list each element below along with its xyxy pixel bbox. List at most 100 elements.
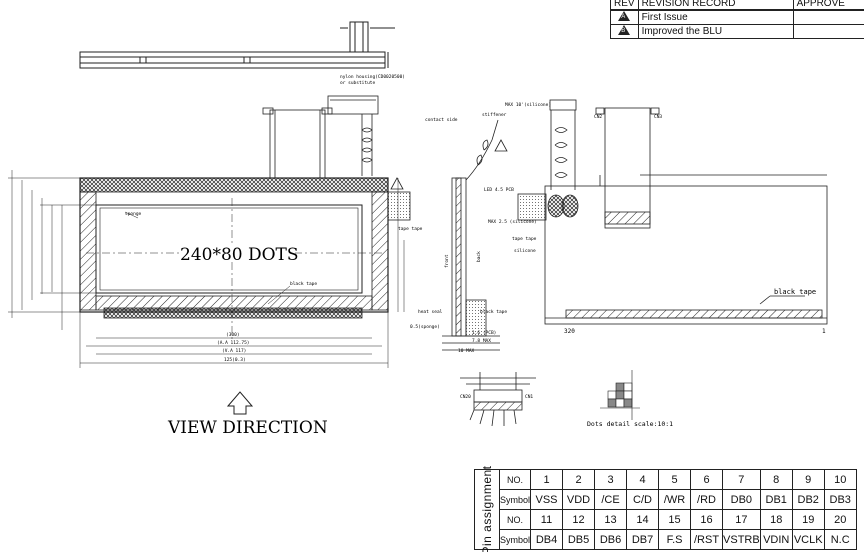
- revision-b-marker: B: [618, 25, 631, 35]
- led-label: LED 4.5 PCB: [484, 187, 514, 193]
- revision-record-header: REVISION RECORD: [637, 0, 794, 11]
- pin-no: 6: [690, 469, 724, 490]
- rev-col-header: REV: [610, 0, 639, 11]
- pin-320-label: 320: [564, 328, 575, 335]
- pin-symbol: VDD: [562, 489, 596, 510]
- sponge-note: sponge: [125, 212, 142, 217]
- nylon-housing-note: nylon housing(CD0020500): [340, 74, 405, 80]
- pin-symbol: DB0: [722, 489, 761, 510]
- revision-row: B Improved the BLU: [610, 24, 864, 39]
- silicone-max-label: MAX 10'(silicone): [505, 102, 551, 108]
- front-view: 240*80 DOTS sponge black tape tape tape …: [8, 74, 423, 438]
- front-label: front: [444, 254, 450, 268]
- rear-cn2-label: CN2: [594, 114, 602, 120]
- rear-silicone-label: silicone: [514, 248, 536, 254]
- rear-black-tape-label: black tape: [774, 288, 816, 296]
- top-edge-view: [79, 21, 395, 69]
- pin-row-no-2: NO. 11 12 13 14 15 16 17 18 19 20: [475, 509, 857, 530]
- pin-no: 15: [658, 509, 692, 530]
- dim-active-area: (A.A 112.75): [217, 340, 250, 346]
- pin-no: 16: [690, 509, 724, 530]
- revision-b-text: Improved the BLU: [637, 24, 794, 39]
- sponge-label: 0.5(sponge): [410, 324, 440, 330]
- no-header-2: NO.: [498, 509, 532, 530]
- contact-side-label: contact side: [425, 117, 458, 123]
- symbol-header-2: Symbol: [498, 529, 532, 550]
- side-section-view: [442, 119, 508, 351]
- pin-no: 2: [562, 469, 596, 490]
- pin-no: 11: [530, 509, 564, 530]
- rear-tape-label: tape tape: [512, 236, 537, 242]
- pin-symbol: DB5: [562, 529, 596, 550]
- heat-seal-label: heat seal: [418, 309, 443, 315]
- pin-symbol: N.C: [823, 529, 857, 550]
- rear-cn3-label: CN3: [654, 114, 662, 120]
- pin-symbol: /CE: [594, 489, 628, 510]
- nylon-substitute-note: or substitute: [340, 80, 376, 86]
- pin-row-symbol-1: Symbol VSS VDD /CE C/D /WR /RD DB0 DB1 D…: [475, 489, 857, 510]
- pin-symbol: VSS: [530, 489, 564, 510]
- no-header-1: NO.: [498, 469, 532, 490]
- pin-no: 19: [791, 509, 825, 530]
- dots-detail-caption: Dots detail scale:10:1: [587, 420, 673, 428]
- pin-no: 13: [594, 509, 628, 530]
- pin-symbol: DB6: [594, 529, 628, 550]
- pin-no: 18: [759, 509, 793, 530]
- pcb-label: 1.6 (PCB): [472, 330, 496, 336]
- pin-row-no-1: Pin assignment NO. 1 2 3 4 5 6 7 8 9 10: [474, 465, 857, 552]
- thickness-label: 7.8 MAX: [472, 338, 491, 344]
- pin-symbol: VSTRB: [722, 529, 761, 550]
- view-direction-label: VIEW DIRECTION: [167, 418, 328, 438]
- pin-symbol: DB7: [626, 529, 660, 550]
- pin-1-label: 1: [822, 328, 826, 335]
- pin-assignment-table: Pin assignment NO. 1 2 3 4 5 6 7 8 9 10 …: [474, 465, 857, 552]
- rear-view: [517, 99, 828, 325]
- pin-row-symbol-2: Symbol DB4 DB5 DB6 DB7 F.S /RST VSTRB VD…: [475, 529, 857, 550]
- pin-symbol: DB1: [759, 489, 793, 510]
- total-thickness-label: 10 MAX: [458, 348, 475, 354]
- revision-table: REV REVISION RECORD APPROVE A First Issu…: [610, 0, 864, 39]
- pin-symbol: DB2: [791, 489, 825, 510]
- pin-symbol: /RST: [690, 529, 724, 550]
- detail-cn20-label: CN20: [460, 394, 471, 400]
- connector-detail: [460, 372, 536, 427]
- pin-no: 9: [791, 469, 825, 490]
- rear-view-labels: black tape 320 1 silicone tape tape CN2 …: [512, 114, 826, 335]
- pin-no: 4: [626, 469, 660, 490]
- revision-a-marker: A: [618, 11, 631, 21]
- back-label: back: [476, 251, 482, 262]
- pin-symbol: F.S: [658, 529, 692, 550]
- pin-no: 12: [562, 509, 596, 530]
- silicone2-label: MAX 2.5 (silicone): [488, 219, 537, 225]
- pin-symbol: DB3: [823, 489, 857, 510]
- dim-viewing-area: (V.A 117): [222, 348, 246, 354]
- revision-header-row: REV REVISION RECORD APPROVE: [610, 0, 864, 11]
- pin-no: 10: [823, 469, 857, 490]
- revision-a-text: First Issue: [637, 9, 794, 25]
- pin-no: 8: [759, 469, 793, 490]
- pin-no: 14: [626, 509, 660, 530]
- dots-detail: [600, 370, 640, 420]
- detail-cn1-label: CN1: [525, 394, 533, 400]
- side-view-labels: contact side stiffener MAX 10'(silicone)…: [410, 102, 551, 354]
- tape-top-note: tape tape: [398, 226, 423, 232]
- pin-symbol: DB4: [530, 529, 564, 550]
- pin-symbol: VCLK: [791, 529, 825, 550]
- pin-symbol: /RD: [690, 489, 724, 510]
- pin-no: 5: [658, 469, 692, 490]
- pin-symbol: VDIN: [759, 529, 793, 550]
- approve-header: APPROVE: [792, 0, 864, 11]
- pin-no: 1: [530, 469, 564, 490]
- dim-300: (300): [226, 332, 240, 338]
- stiffener-label: stiffener: [482, 112, 507, 118]
- pin-symbol: /WR: [658, 489, 692, 510]
- dim-outline: 125(0.3): [224, 357, 246, 363]
- pin-no: 17: [722, 509, 761, 530]
- black-tape-note: black tape: [290, 281, 317, 287]
- symbol-header-1: Symbol: [498, 489, 532, 510]
- pin-symbol: C/D: [626, 489, 660, 510]
- pin-no: 20: [823, 509, 857, 530]
- display-resolution-label: 240*80 DOTS: [180, 245, 299, 265]
- pin-no: 7: [722, 469, 761, 490]
